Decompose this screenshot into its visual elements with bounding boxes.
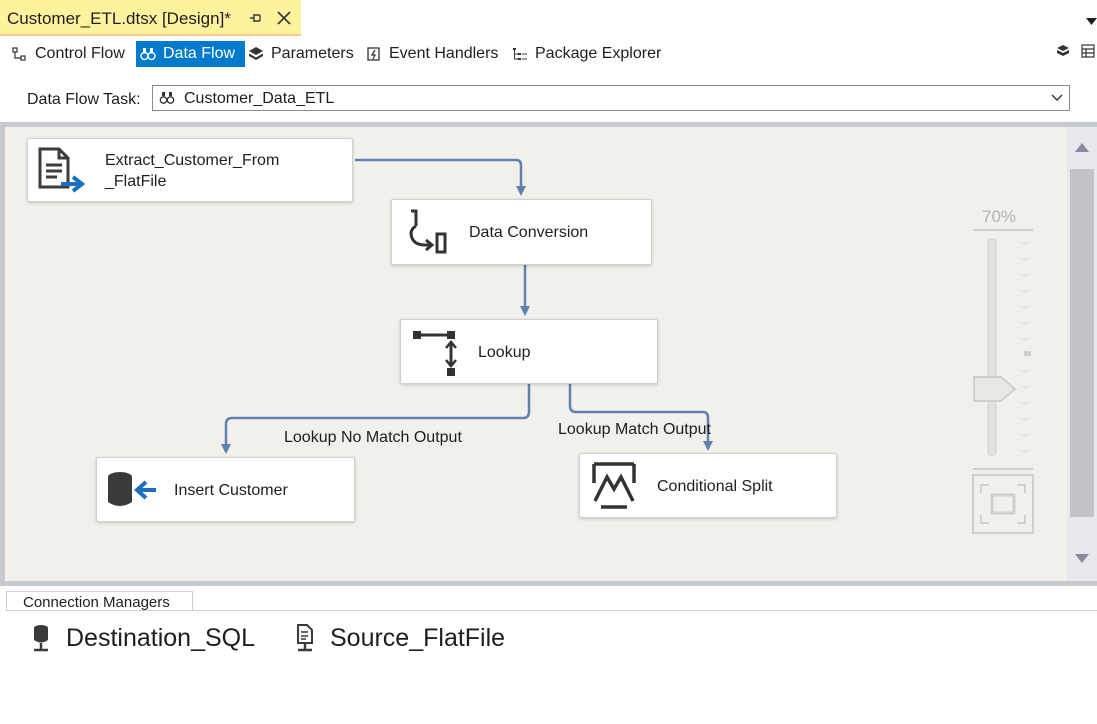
sql-connection-icon [34,625,48,652]
data-flow-task-label: Data Flow Task: [27,91,141,108]
connection-item-destination-sql-label: Destination_SQL [66,623,256,652]
conditional-split-icon [592,462,636,509]
component-data-conversion-label: Data Conversion [469,224,589,241]
lookup-icon [413,331,457,376]
connection-managers-pane: Connection Managers Destination_SQL Sour… [0,586,1097,724]
connection-item-source-flatfile[interactable]: Source_FlatFile [294,620,505,656]
control-flow-icon [12,47,26,61]
event-handlers-icon [367,47,380,61]
component-data-conversion[interactable]: Data Conversion [391,199,652,265]
package-explorer-icon [513,48,527,60]
connection-managers-divider [6,610,1097,611]
data-flow-task-combobox[interactable]: Customer_Data_ETL [152,85,1070,111]
tab-control-flow[interactable]: Control Flow [12,41,125,67]
path-lookup-no-match[interactable] [221,384,531,454]
path-label-match[interactable]: Lookup Match Output [558,421,711,438]
path-lookup-match[interactable] [568,384,713,451]
component-flat-file-source[interactable]: Extract_Customer_From _FlatFile [27,138,353,202]
path-source-to-conversion[interactable] [355,158,526,196]
close-icon[interactable] [276,10,292,26]
data-flow-icon [140,48,156,61]
data-flow-canvas[interactable]: Extract_Customer_From _FlatFile Data Con… [5,127,1067,581]
tab-data-flow-label: Data Flow [163,45,236,62]
component-conditional-split[interactable]: Conditional Split [579,453,837,518]
zoom-to-fit-icon[interactable] [971,467,1035,537]
tab-package-explorer[interactable]: Package Explorer [512,41,661,67]
zoom-level-text: 70% [982,207,1017,226]
tab-control-flow-label: Control Flow [35,45,125,62]
data-flow-task-value: Customer_Data_ETL [184,90,335,107]
parameters-icon [249,47,263,60]
tab-data-flow[interactable]: Data Flow [136,41,246,67]
zoom-slider-thumb [973,376,1017,402]
component-flat-file-source-label: Extract_Customer_From _FlatFile [105,150,279,192]
path-label-no-match[interactable]: Lookup No Match Output [284,429,462,446]
data-conversion-icon [409,209,447,254]
designer-tab-bar: Control Flow Data Flow Parameters Event … [0,38,1097,70]
pin-icon[interactable] [249,11,263,25]
document-tab-title: Customer_ETL.dtsx [Design]* [7,9,231,28]
package-icon[interactable] [1056,44,1070,58]
canvas-vertical-scrollbar[interactable] [1067,127,1097,581]
tab-event-handlers[interactable]: Event Handlers [366,41,498,67]
tab-parameters-label: Parameters [271,45,354,62]
component-flat-file-source-label-line2: _FlatFile [105,173,167,190]
component-flat-file-source-label-line1: Extract_Customer_From [105,152,280,169]
component-lookup-label: Lookup [478,344,531,361]
document-tab[interactable]: Customer_ETL.dtsx [Design]* [0,0,301,36]
tab-event-handlers-label: Event Handlers [389,45,499,62]
tab-package-explorer-label: Package Explorer [535,45,662,62]
tab-parameters[interactable]: Parameters [248,41,354,67]
ole-db-destination-icon [108,472,156,506]
scroll-up-arrow-icon[interactable] [1074,141,1090,153]
flat-file-connection-icon [297,624,313,652]
component-ole-db-destination[interactable]: Insert Customer [96,457,355,522]
tab-overflow-icon[interactable] [1086,18,1097,26]
chevron-down-icon[interactable] [1051,93,1063,103]
data-flow-task-icon [159,92,175,104]
document-tab-strip: Customer_ETL.dtsx [Design]* [0,0,1097,36]
connection-managers-tab[interactable]: Connection Managers [6,591,193,611]
connection-item-destination-sql[interactable]: Destination_SQL [30,620,255,656]
data-paths-layer [221,158,713,454]
scroll-thumb[interactable] [1070,169,1094,517]
data-flow-task-row: Data Flow Task: Customer_Data_ETL [0,74,1097,122]
flat-file-source-icon [38,147,86,193]
design-surface-frame: Extract_Customer_From _FlatFile Data Con… [0,122,1097,586]
scroll-down-arrow-icon[interactable] [1074,553,1090,565]
component-conditional-split-label: Conditional Split [657,478,773,495]
zoom-slider[interactable] [971,229,1035,469]
component-ole-db-destination-label: Insert Customer [174,482,288,499]
connection-item-source-flatfile-label: Source_FlatFile [330,623,506,652]
component-lookup[interactable]: Lookup [400,319,658,384]
variables-grid-icon[interactable] [1081,44,1095,58]
